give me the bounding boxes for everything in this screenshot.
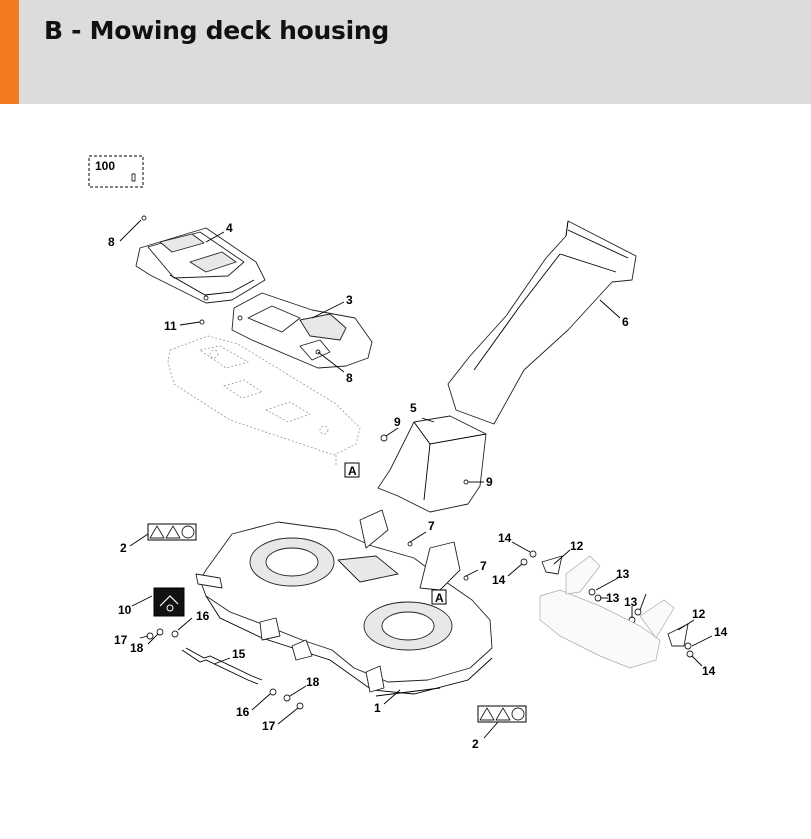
part-label-2[interactable]: 2 xyxy=(120,541,127,555)
part-2-decal-bottom xyxy=(477,705,527,723)
part-label-7[interactable]: 7 xyxy=(480,559,487,573)
part-label-12[interactable]: 12 xyxy=(692,607,706,621)
part-label-1[interactable]: 1 xyxy=(374,701,381,715)
part-15-rod xyxy=(181,647,263,685)
small-fasteners xyxy=(141,215,694,710)
part-1-deck xyxy=(195,509,493,697)
part-4-cover xyxy=(135,227,266,304)
part-label-15[interactable]: 15 xyxy=(232,647,246,661)
part-label-5[interactable]: 5 xyxy=(410,401,417,415)
part-label-14[interactable]: 14 xyxy=(702,664,716,678)
part-label-10[interactable]: 10 xyxy=(118,603,132,617)
part-label-100[interactable]: 100 xyxy=(95,159,115,173)
part-2-decal-top xyxy=(147,523,197,541)
ref-label-a-2[interactable]: A xyxy=(435,591,444,605)
part-100-group: 100 xyxy=(88,155,144,188)
part-label-14[interactable]: 14 xyxy=(492,573,506,587)
part-label-14[interactable]: 14 xyxy=(714,625,728,639)
part-label-16[interactable]: 16 xyxy=(196,609,210,623)
accent-bar xyxy=(0,0,19,104)
part-12-guides xyxy=(541,555,689,647)
part-label-13[interactable]: 13 xyxy=(616,567,630,581)
part-label-8[interactable]: 8 xyxy=(346,371,353,385)
part-label-7[interactable]: 7 xyxy=(428,519,435,533)
page-header: B - Mowing deck housing xyxy=(0,0,811,104)
part-label-12[interactable]: 12 xyxy=(570,539,584,553)
page-title: B - Mowing deck housing xyxy=(44,16,389,45)
ref-label-a-1[interactable]: A xyxy=(348,464,357,478)
part-label-13[interactable]: 13 xyxy=(606,591,620,605)
part-label-17[interactable]: 17 xyxy=(114,633,128,647)
part-label-18[interactable]: 18 xyxy=(306,675,320,689)
part-5-adapter xyxy=(377,415,487,513)
part-label-9[interactable]: 9 xyxy=(394,415,401,429)
part-label-2[interactable]: 2 xyxy=(472,737,479,751)
ref-box-a-2 xyxy=(431,589,447,605)
part-label-4[interactable]: 4 xyxy=(226,221,233,235)
part-label-3[interactable]: 3 xyxy=(346,293,353,307)
ghost-mount-plate xyxy=(167,335,361,465)
part-label-17[interactable]: 17 xyxy=(262,719,276,733)
part-10-decal xyxy=(153,587,185,617)
part-label-18[interactable]: 18 xyxy=(130,641,144,655)
part-label-16[interactable]: 16 xyxy=(236,705,250,719)
exploded-parts-diagram: 100 xyxy=(88,155,728,751)
part-label-13[interactable]: 13 xyxy=(624,595,638,609)
part-label-6[interactable]: 6 xyxy=(622,315,629,329)
leader-lines xyxy=(119,219,713,739)
ref-box-a-1 xyxy=(344,462,360,478)
part-label-8[interactable]: 8 xyxy=(108,235,115,249)
part-3-cover xyxy=(231,292,373,369)
faint-mounting-frame xyxy=(539,555,675,669)
part-6-chute xyxy=(447,220,637,425)
part-label-11[interactable]: 11 xyxy=(164,319,177,333)
part-label-9[interactable]: 9 xyxy=(486,475,493,489)
part-label-14[interactable]: 14 xyxy=(498,531,512,545)
